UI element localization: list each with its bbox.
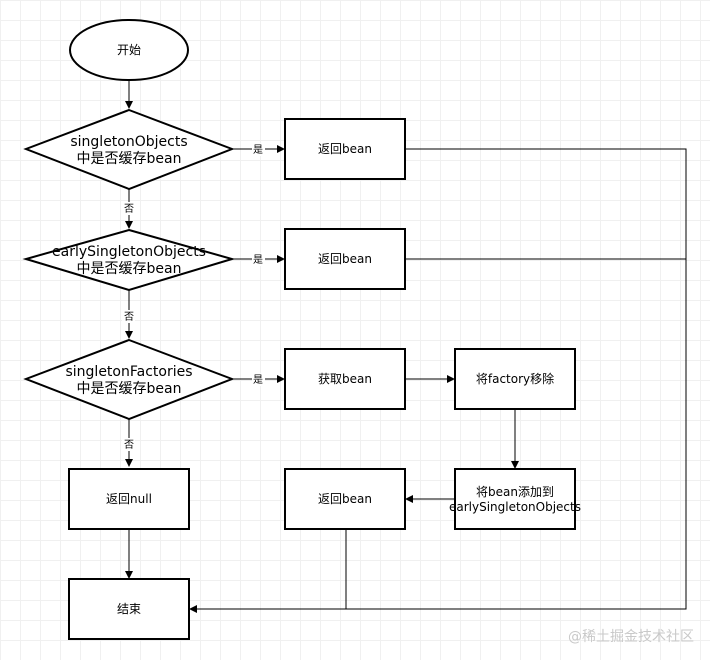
return-null-label: 返回null bbox=[106, 492, 152, 506]
add-to-early-node bbox=[454, 468, 576, 530]
get-bean-node bbox=[284, 348, 406, 410]
return-null-node bbox=[68, 468, 190, 530]
check-singleton-objects-node bbox=[23, 108, 235, 191]
node-texts: 开始 singletonObjects 中是否缓存bean earlySingl… bbox=[52, 43, 581, 616]
check-early-singleton-objects-node bbox=[22, 228, 236, 292]
return-bean-node-3 bbox=[284, 468, 406, 530]
label-no-2: 否 bbox=[124, 311, 134, 323]
return3-label: 返回bean bbox=[318, 492, 372, 506]
add-early-label-line2: earlySingletonObjects bbox=[449, 500, 581, 514]
check2-label-line2: 中是否缓存bean bbox=[77, 261, 182, 277]
return-bean-node-2 bbox=[284, 228, 406, 290]
check1-label-line2: 中是否缓存bean bbox=[77, 151, 182, 167]
label-yes-3: 是 bbox=[253, 374, 263, 386]
remove-factory-node bbox=[454, 348, 576, 410]
label-no-1: 否 bbox=[124, 203, 134, 215]
remove-factory-label: 将factory移除 bbox=[476, 371, 554, 386]
check3-label-line2: 中是否缓存bean bbox=[77, 381, 182, 397]
return1-label: 返回bean bbox=[318, 142, 372, 156]
nodes bbox=[22, 19, 576, 640]
watermark: @稀土掘金技术社区 bbox=[568, 629, 694, 645]
check2-label-line1: earlySingletonObjects bbox=[52, 244, 206, 260]
start-label: 开始 bbox=[117, 43, 141, 57]
check1-label-line1: singletonObjects bbox=[70, 134, 187, 150]
return-bean-node-1 bbox=[284, 118, 406, 180]
label-yes-2: 是 bbox=[253, 254, 263, 266]
get-bean-label: 获取bean bbox=[318, 372, 372, 386]
edge-labels: 是 是 是 否 否 否 bbox=[122, 143, 265, 451]
return2-label: 返回bean bbox=[318, 252, 372, 266]
end-node bbox=[68, 578, 190, 640]
end-label: 结束 bbox=[117, 602, 141, 616]
connectors bbox=[125, 80, 687, 613]
edge-return1-to-end bbox=[189, 148, 687, 613]
check-singleton-factories-node bbox=[23, 338, 235, 421]
add-early-label-line1: 将bean添加到 bbox=[476, 485, 554, 499]
label-no-3: 否 bbox=[124, 439, 134, 451]
start-node bbox=[69, 19, 189, 81]
check3-label-line1: singletonFactories bbox=[65, 364, 192, 380]
label-yes-1: 是 bbox=[253, 144, 263, 156]
